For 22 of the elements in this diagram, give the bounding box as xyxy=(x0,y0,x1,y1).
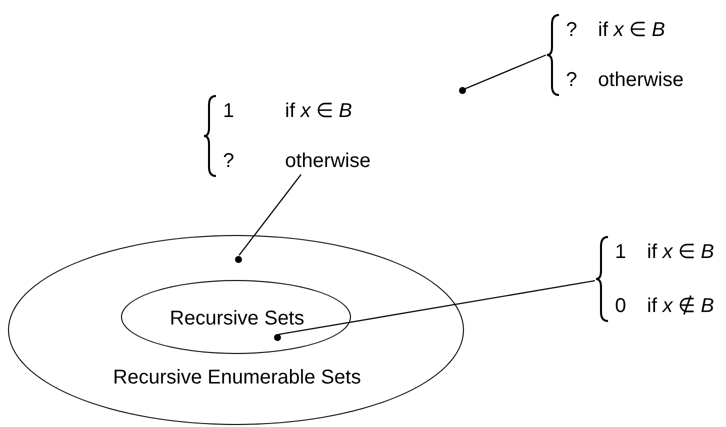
case-value: ? xyxy=(223,149,236,173)
case-value: 0 xyxy=(615,294,628,318)
point-dot xyxy=(234,256,242,262)
set-label: Recursive Sets xyxy=(170,308,304,331)
case-value: 1 xyxy=(223,99,236,123)
case-condition: if x ∈ B xyxy=(647,240,716,264)
case-condition: if x ∈ B xyxy=(285,99,354,123)
case-condition: otherwise xyxy=(598,68,685,92)
leader-line xyxy=(238,174,302,256)
point-dot xyxy=(458,86,466,94)
set-ellipse xyxy=(8,235,464,425)
case-value: ? xyxy=(566,68,578,92)
case-value: ? xyxy=(566,18,578,42)
case-condition: if x ∉ B xyxy=(647,294,716,318)
point-dot xyxy=(274,334,280,340)
case-condition: otherwise xyxy=(285,149,372,173)
leader-line xyxy=(465,54,546,90)
leader-line xyxy=(278,280,596,335)
case-condition: if x ∈ B xyxy=(598,18,666,42)
case-value: 1 xyxy=(615,240,628,264)
set-label: Recursive Enumerable Sets xyxy=(113,366,361,390)
set-ellipse xyxy=(121,280,351,354)
